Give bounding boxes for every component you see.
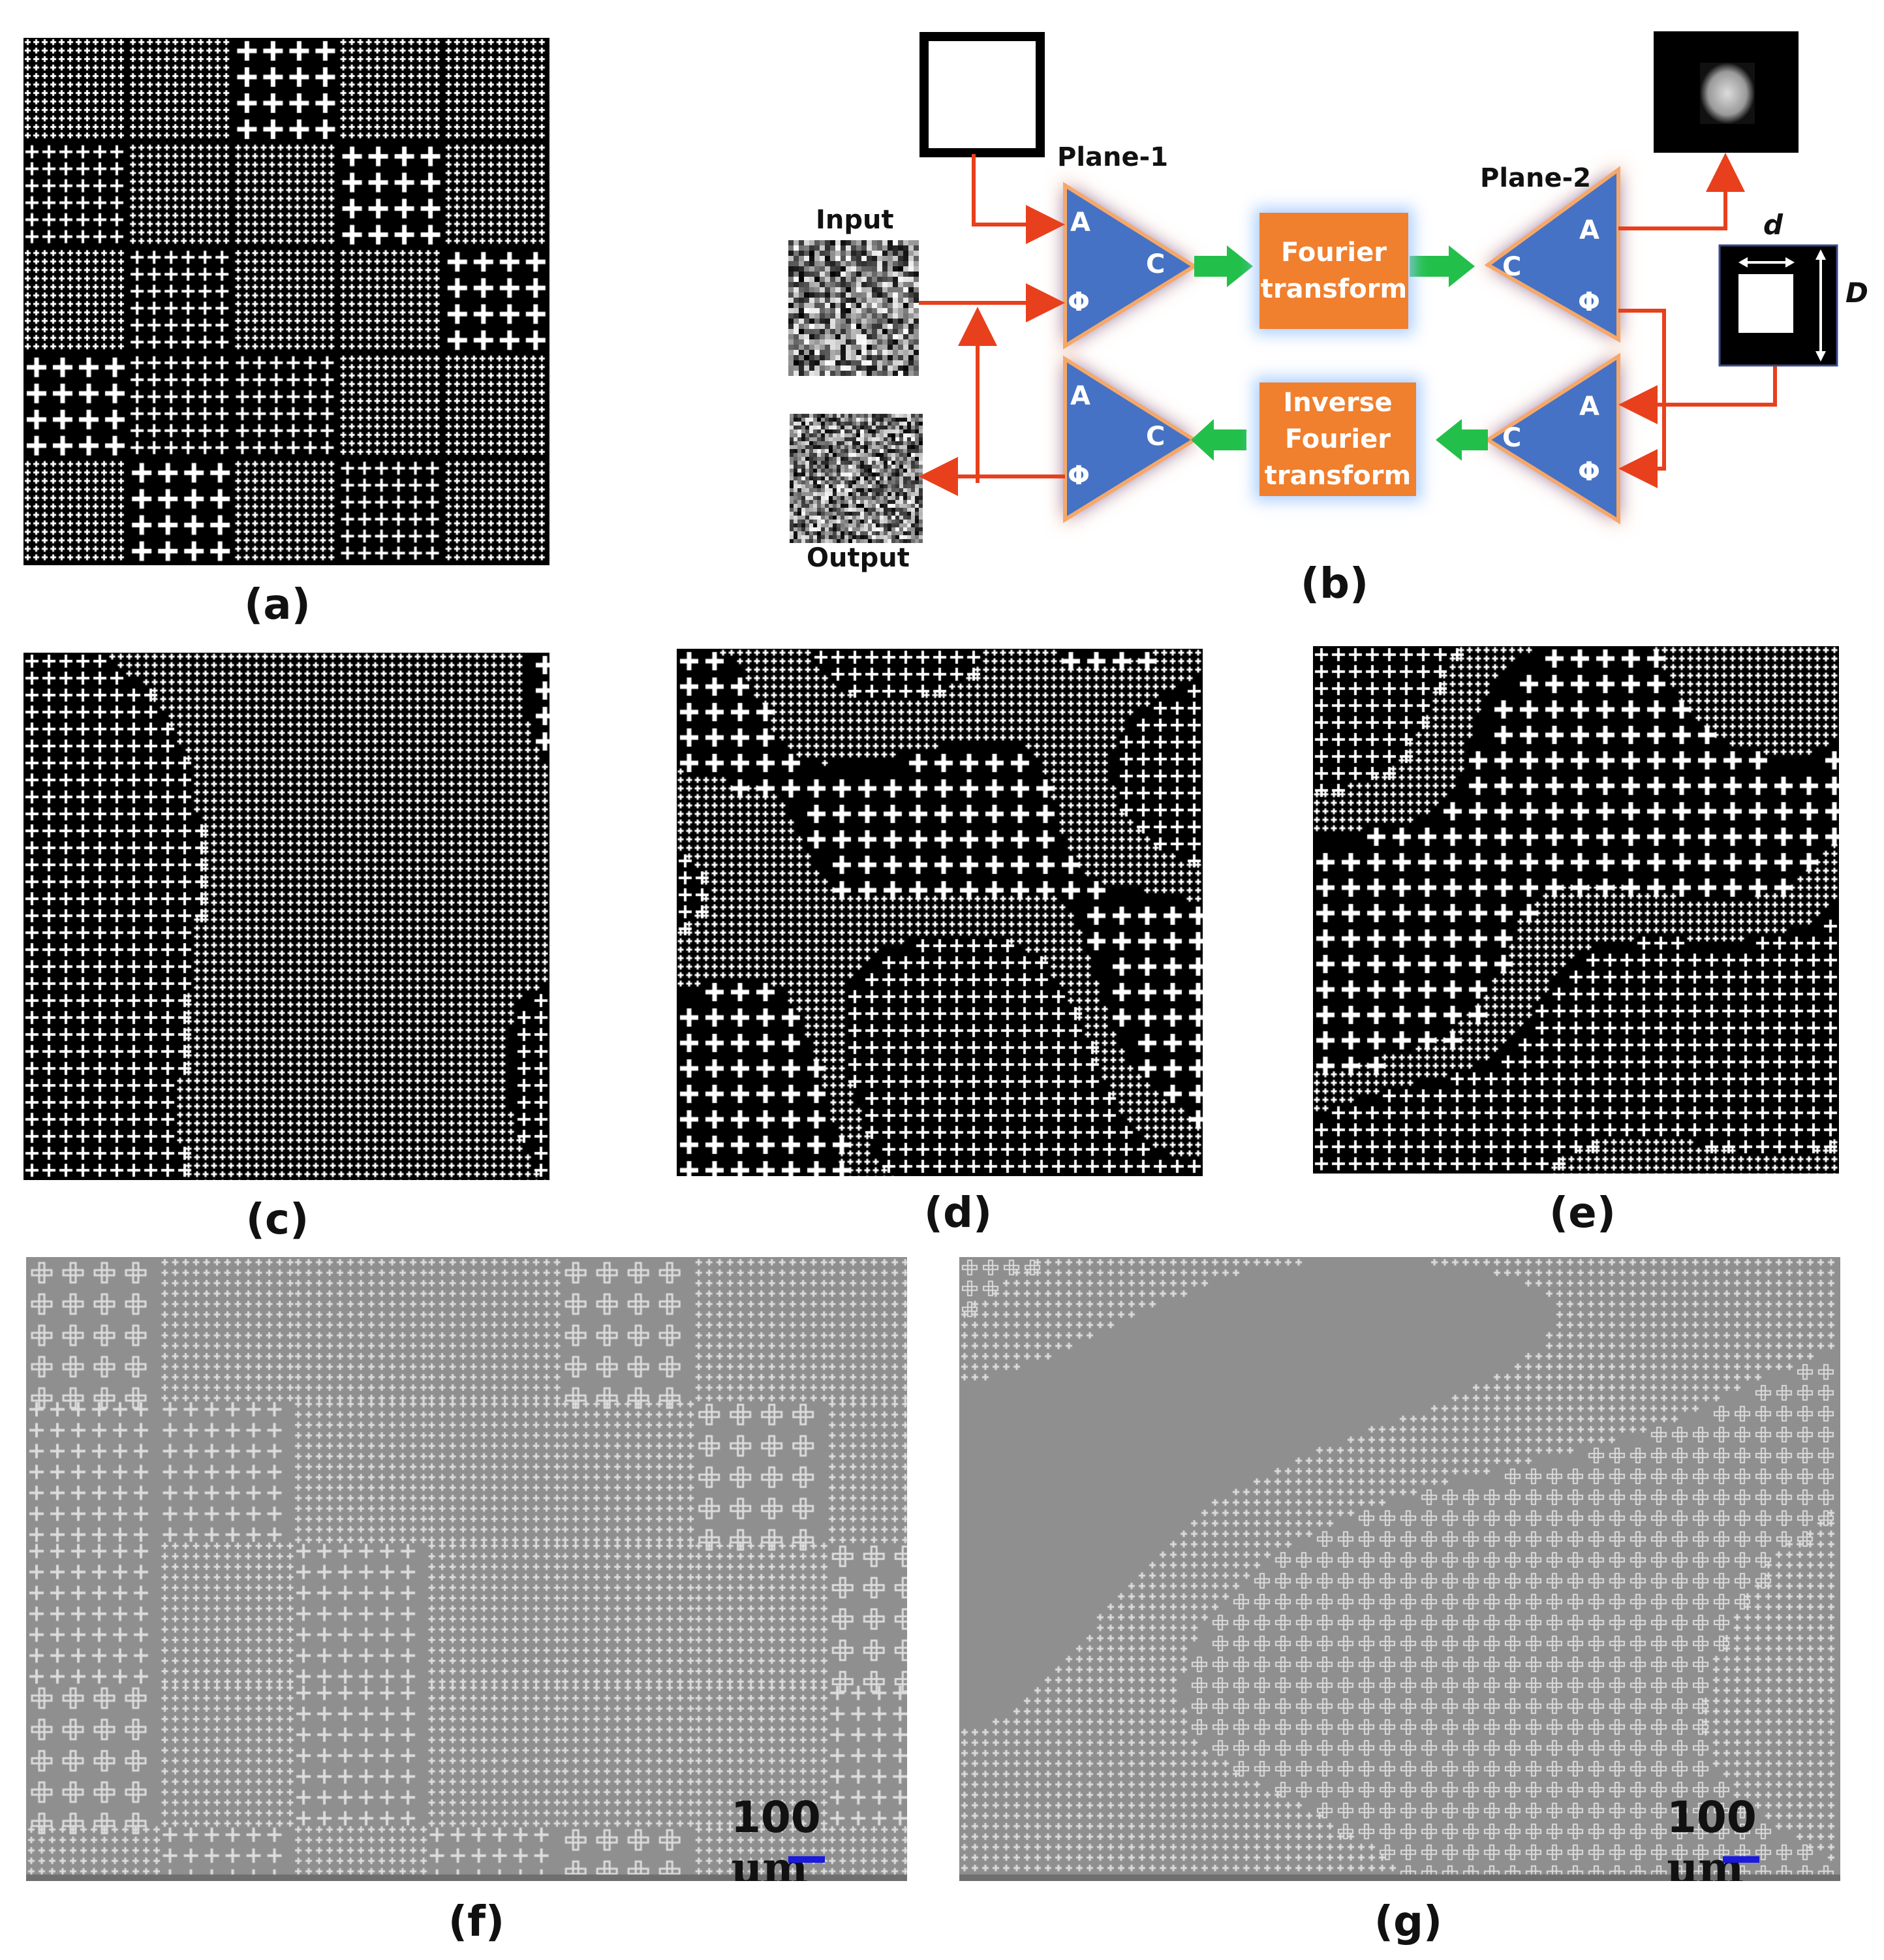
plane1-inv-port-a: A <box>1070 381 1090 411</box>
plane1-fwd-port-phi: Φ <box>1068 287 1090 317</box>
panel-label-e: (e) <box>1549 1189 1616 1237</box>
panel-label-a: (a) <box>244 581 311 629</box>
plane2-inverse-triangle <box>1484 352 1620 525</box>
panel-label-b: (b) <box>1300 560 1369 608</box>
scalebar-f-text: 100 μm <box>731 1792 907 1881</box>
plane1-inv-port-c: C <box>1146 422 1166 452</box>
fft-line1: Fourier <box>1281 238 1387 268</box>
plane1-forward-triangle <box>1063 181 1198 350</box>
plane2-inv-port-a: A <box>1579 392 1599 422</box>
panel-c-pattern <box>23 653 549 1180</box>
panel-label-d: (d) <box>923 1189 993 1237</box>
ifft-line1: Inverse <box>1283 388 1393 418</box>
panel-label-f: (f) <box>448 1898 505 1946</box>
plane2-forward-triangle <box>1484 166 1620 343</box>
plane1-inv-port-phi: Φ <box>1068 461 1090 491</box>
panel-e-pattern <box>1313 646 1839 1174</box>
input-label: Input <box>816 205 894 235</box>
scalebar-g-bar <box>1723 1856 1759 1863</box>
scalebar-g-value: 100 <box>1667 1792 1757 1843</box>
inverse-fourier-transform-box: Inverse Fourier transform <box>1259 382 1416 496</box>
plane1-inverse-triangle <box>1063 355 1198 523</box>
plane2-fwd-port-phi: Φ <box>1578 287 1601 317</box>
plane2-fwd-port-c: C <box>1502 252 1522 282</box>
plane2-inv-port-c: C <box>1502 423 1522 453</box>
amplitude-square-icon <box>919 32 1045 157</box>
panel-label-g: (g) <box>1374 1898 1443 1946</box>
fourier-transform-box: Fourier transform <box>1259 213 1408 329</box>
output-label: Output <box>807 543 910 573</box>
green-arrows <box>1191 245 1488 461</box>
panel-a-pattern <box>23 38 549 565</box>
plane2-label: Plane-2 <box>1480 163 1592 193</box>
dimension-d-small: d <box>1763 209 1784 241</box>
ifft-line3: transform <box>1264 461 1412 491</box>
plane2-inv-port-phi: Φ <box>1578 457 1601 487</box>
panel-label-c: (c) <box>245 1196 309 1244</box>
scalebar-f-bar <box>788 1856 825 1863</box>
ifft-line2: Fourier <box>1285 424 1391 454</box>
red-arrows <box>919 153 1777 496</box>
plane1-fwd-port-c: C <box>1146 249 1166 279</box>
panel-d-pattern <box>677 649 1203 1176</box>
plane1-fwd-port-a: A <box>1070 208 1090 238</box>
scalebar-f-value: 100 <box>731 1792 821 1843</box>
panel-b-diagram <box>770 26 1879 587</box>
fft-line2: transform <box>1260 274 1408 304</box>
panel-g-sem-image: 100 μm <box>959 1257 1840 1881</box>
panel-f-sem-image: 100 μm <box>26 1257 907 1881</box>
diagram-svg <box>788 31 1838 543</box>
scalebar-g-text: 100 μm <box>1667 1792 1840 1881</box>
plane1-label: Plane-1 <box>1057 142 1169 172</box>
dimension-d-large: D <box>1845 277 1868 309</box>
plane2-fwd-port-a: A <box>1579 215 1599 245</box>
